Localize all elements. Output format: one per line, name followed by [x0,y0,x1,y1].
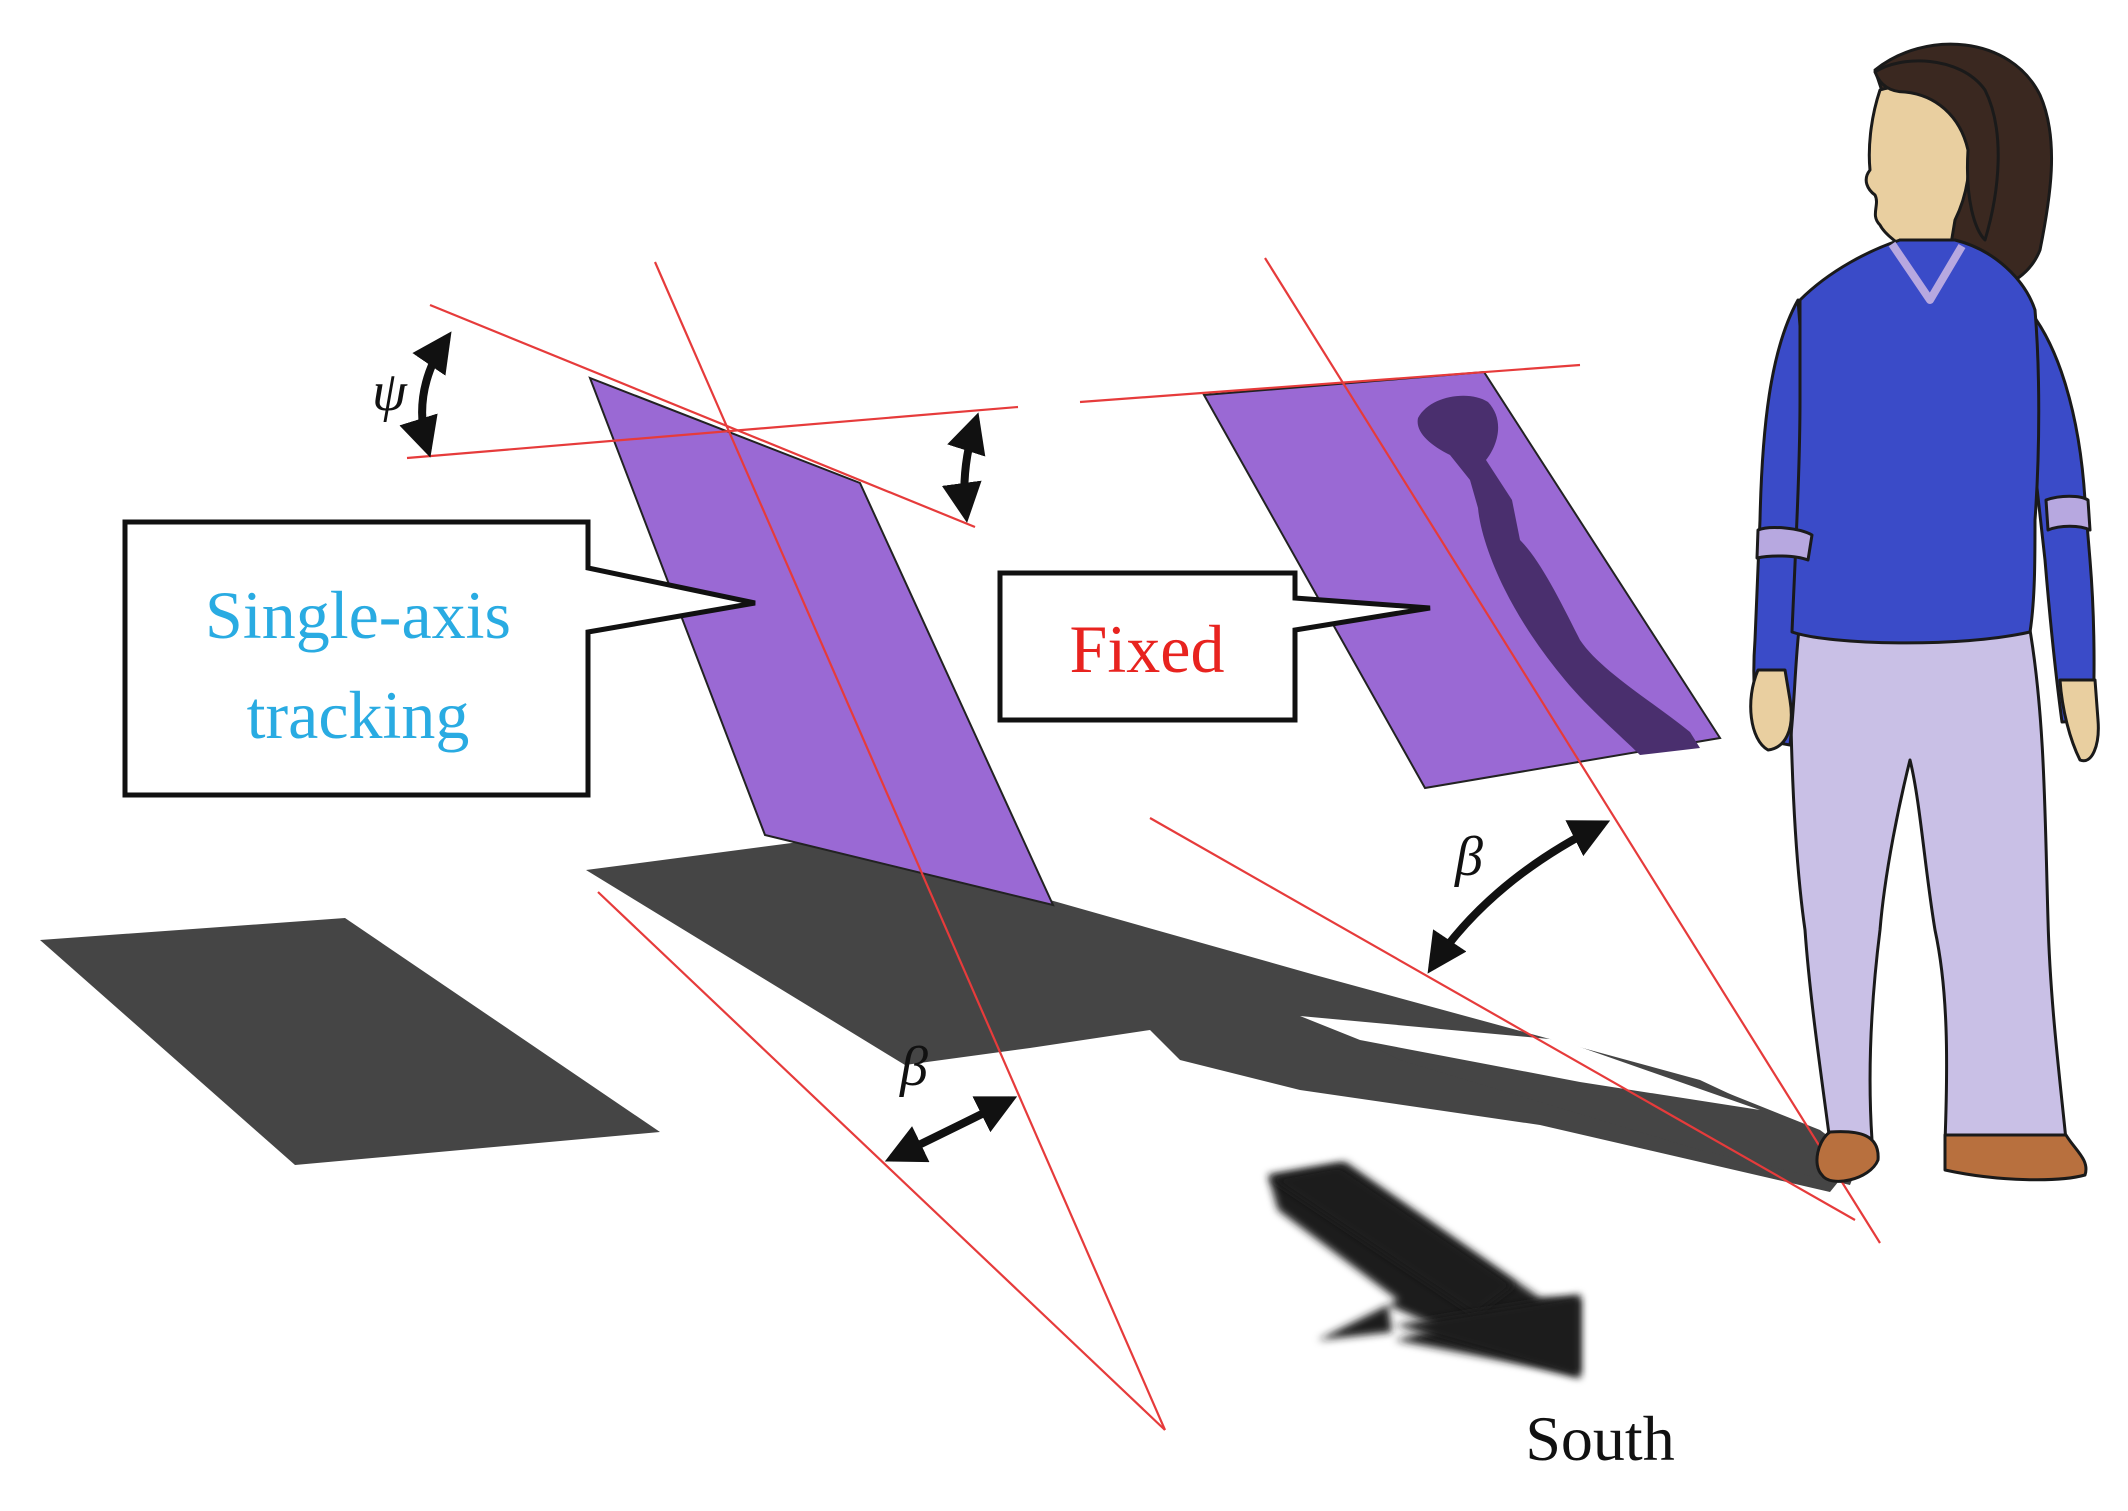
right-tilt-arrow-icon [941,412,986,523]
tracking-panel-shadow [586,838,1860,1192]
left-shoe [1815,1130,1880,1183]
south-arrow-body [1270,1165,1515,1315]
single-axis-label-line2: tracking [247,677,470,753]
south-arrow-head [1395,1295,1580,1378]
beta-label-fixed: β [1454,826,1483,888]
single-axis-label-line1: Single-axis [205,577,511,653]
fixed-callout: Fixed [997,570,1431,723]
beta-label-tracking: β [899,1036,928,1098]
right-shoe [1943,1133,2088,1182]
left-ground-shadow [40,918,660,1165]
beta-arrow-fixed-icon [1427,820,1611,974]
single-axis-callout: Single-axis tracking [122,519,756,798]
angle-arrows [399,331,1611,1163]
shirt [1790,238,2041,645]
psi-arrow-icon [399,331,452,458]
woman-figure [1749,42,2100,1183]
beta-arrow-tracking-icon [884,1096,1018,1163]
psi-label: ψ [372,361,408,423]
south-label: South [1525,1403,1674,1474]
fixed-label: Fixed [1070,611,1225,687]
guide-lines [406,257,1881,1431]
pants [1788,628,2068,1144]
person-shadow-gap [1300,1016,1760,1110]
panel-reflection [1417,395,1700,755]
